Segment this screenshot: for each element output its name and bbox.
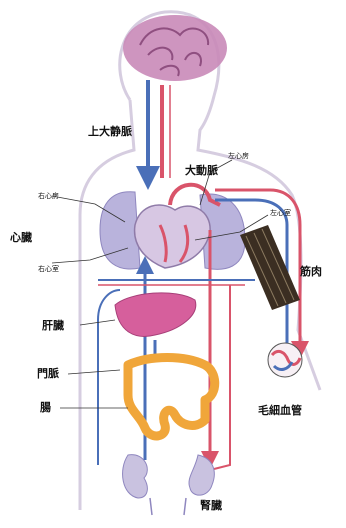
liver	[115, 293, 196, 337]
label-heart: 心臓	[10, 232, 32, 243]
label-right-ventricle: 右心室	[38, 266, 59, 273]
label-superior-vena-cava: 上大静脈	[88, 126, 132, 137]
left-loop-vein	[98, 290, 120, 465]
capillary-bed	[268, 343, 302, 377]
label-intestine: 腸	[40, 402, 51, 413]
label-muscle: 筋肉	[300, 266, 322, 277]
label-capillaries: 毛細血管	[258, 405, 302, 416]
label-aorta: 大動脈	[185, 165, 218, 176]
label-right-atrium: 右心房	[38, 193, 59, 200]
label-portal-vein: 門脈	[37, 368, 59, 379]
label-left-atrium: 左心房	[228, 153, 249, 160]
label-left-ventricle: 左心室	[270, 210, 291, 217]
heart	[135, 205, 211, 268]
label-kidney: 腎臓	[200, 500, 222, 511]
label-liver: 肝臓	[42, 320, 64, 331]
leader-lines	[52, 160, 268, 408]
intestine	[128, 358, 215, 436]
brain	[123, 15, 227, 81]
muscle-bundle	[240, 225, 300, 310]
